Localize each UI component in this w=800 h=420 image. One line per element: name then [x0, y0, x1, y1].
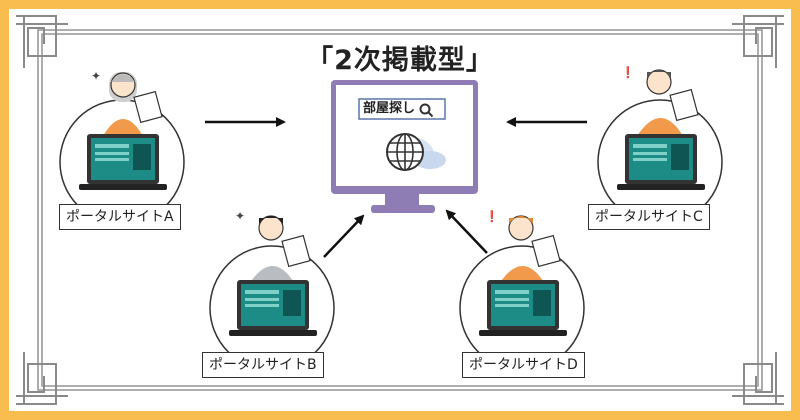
- person-d: ❗: [485, 210, 561, 284]
- lattice-frame: [37, 29, 763, 391]
- svg-text:✦: ✦: [235, 209, 245, 223]
- svg-text:❗: ❗: [485, 210, 499, 223]
- center-monitor: [331, 80, 478, 213]
- person-a: ✦: [91, 69, 163, 136]
- laptop-b: [229, 280, 317, 336]
- person-b: ✦: [235, 209, 311, 284]
- portal-group-a: ✦: [59, 69, 185, 225]
- corner-ornaments: [16, 15, 784, 405]
- laptop-d: [479, 280, 567, 336]
- search-icon: [419, 103, 434, 118]
- laptop-c: [617, 134, 705, 190]
- portal-label-d: ポータルサイトD: [462, 352, 585, 378]
- person-c: ❗: [621, 66, 699, 136]
- laptop-a: [79, 134, 167, 190]
- center-site-label: 部屋探し: [363, 101, 416, 116]
- portal-group-b: ✦: [209, 209, 335, 371]
- diagram-title: 「2次掲載型」: [306, 45, 494, 76]
- portal-group-c: ❗: [597, 66, 723, 225]
- svg-text:✦: ✦: [91, 69, 101, 83]
- arrows: [205, 117, 587, 258]
- portal-group-d: ❗: [459, 210, 585, 371]
- portal-label-b: ポータルサイトB: [202, 352, 324, 378]
- arrow-d: [445, 209, 488, 254]
- portal-label-c: ポータルサイトC: [588, 204, 710, 230]
- portal-label-a: ポータルサイトA: [59, 204, 181, 230]
- globe-icon: [386, 133, 446, 171]
- svg-text:❗: ❗: [621, 66, 635, 79]
- arrow-b: [323, 214, 365, 258]
